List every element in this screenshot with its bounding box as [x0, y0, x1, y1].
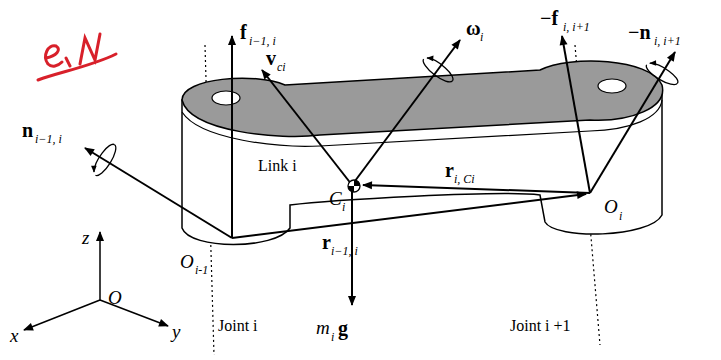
handwritten-mark	[38, 34, 116, 80]
subscript: i−1, i	[249, 35, 276, 47]
rotation-symbol	[90, 141, 119, 178]
position-vector	[232, 194, 586, 238]
center-of-mass	[348, 180, 360, 192]
force-vector	[231, 36, 233, 238]
axis-label: y	[172, 322, 180, 341]
link-top-face	[182, 61, 663, 136]
bore-hole	[598, 79, 626, 93]
vector-symbol: r	[445, 160, 454, 180]
coordinate-axes	[24, 232, 168, 330]
force-vector	[562, 36, 590, 193]
subscript: i−1, i	[35, 133, 62, 145]
subscript: i−1, i	[331, 245, 358, 257]
subscript: ci	[277, 61, 286, 73]
point-symbol: O	[604, 197, 618, 216]
point-symbol: O	[180, 252, 194, 271]
vector-symbol: v	[266, 48, 276, 68]
position-vector	[363, 185, 590, 193]
moment-vector	[590, 52, 675, 193]
mass-symbol: m	[316, 318, 330, 337]
subscript: i	[342, 201, 345, 213]
angular-velocity-vector	[352, 40, 460, 185]
bore-hole	[212, 91, 240, 105]
subscript: i-1	[195, 264, 208, 276]
subscript: i	[331, 331, 334, 343]
moment-vector	[85, 148, 232, 238]
vector-symbol: r	[322, 232, 331, 252]
axis-label: O	[108, 288, 122, 307]
vector-symbol: n	[22, 120, 33, 140]
rotation-symbol	[643, 59, 680, 88]
joint-label: Joint i	[218, 318, 258, 334]
vector-symbol: ω	[466, 18, 481, 38]
subscript: i	[480, 31, 483, 43]
axis-label: z	[82, 228, 89, 247]
point-symbol: C	[329, 189, 342, 208]
vector-symbol: f	[240, 22, 247, 42]
subscript: i, i+1	[654, 35, 681, 47]
vector-symbol: g	[338, 318, 348, 338]
vector-symbol: −n	[628, 22, 651, 42]
subscript: i, Ci	[454, 173, 475, 185]
subscript: i	[619, 210, 622, 222]
vector-symbol: −f	[540, 8, 558, 28]
joint-label: Joint i +1	[510, 318, 571, 334]
rotation-symbol	[420, 54, 456, 85]
subscript: i, i+1	[563, 21, 590, 33]
axis-label: x	[10, 326, 18, 345]
part-label: Link i	[258, 158, 297, 174]
